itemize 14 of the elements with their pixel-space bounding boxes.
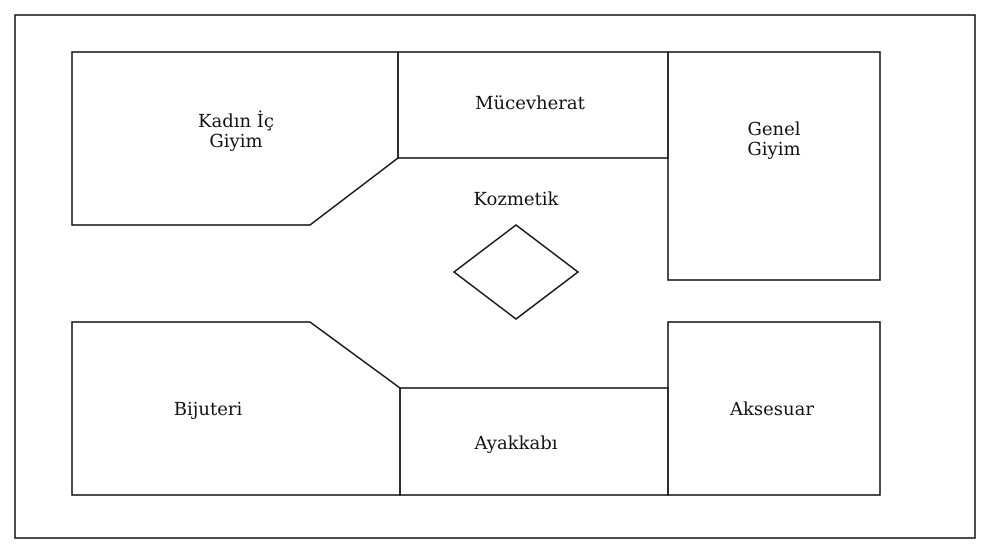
area-name: Kozmetik (474, 190, 558, 210)
section-name: Genel Giyim (746, 120, 802, 160)
store-section (668, 52, 880, 280)
store-section (72, 52, 398, 225)
display-diamond (454, 225, 578, 319)
section-name: Kadın İç Giyim (197, 112, 275, 152)
section-name: Mücevherat (474, 94, 586, 114)
store-section (400, 388, 668, 495)
section-name: Ayakkabı (473, 434, 558, 454)
store-section (72, 322, 400, 495)
store-section (398, 52, 668, 158)
section-name: Aksesuar (728, 400, 815, 420)
store-section (668, 322, 880, 495)
section-name: Bijuteri (172, 400, 244, 420)
